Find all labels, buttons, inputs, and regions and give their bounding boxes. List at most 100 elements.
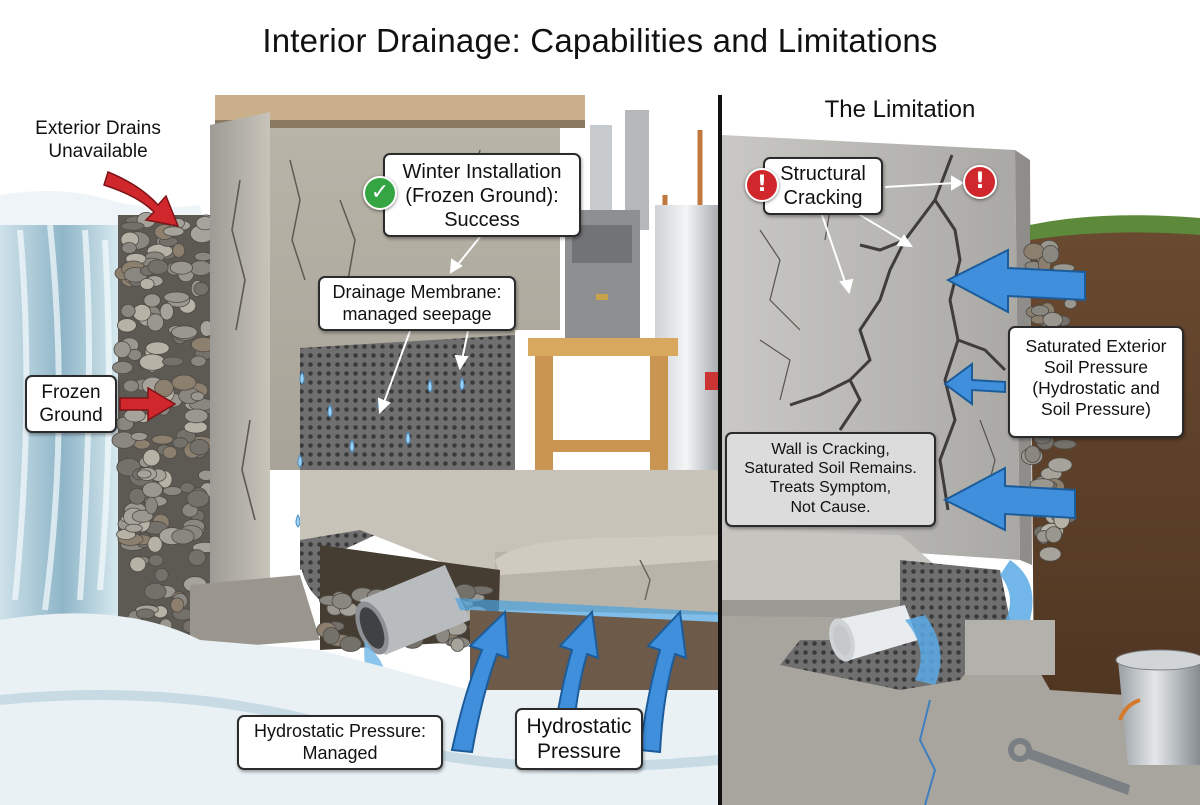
gravel-stone bbox=[146, 313, 164, 332]
exclamation-icon: ! bbox=[745, 168, 779, 202]
exclamation-icon: ! bbox=[963, 165, 997, 199]
winter-installation-label: Winter Installation (Frozen Ground): Suc… bbox=[383, 153, 581, 237]
gravel-stone bbox=[144, 496, 158, 515]
gravel-stone bbox=[1030, 304, 1050, 317]
gravel-stone bbox=[1023, 242, 1045, 261]
gravel-stone bbox=[189, 260, 213, 276]
wall-cracking-label: Wall is Cracking, Saturated Soil Remains… bbox=[725, 432, 936, 527]
structural-crack bbox=[789, 154, 1007, 511]
metal-bucket bbox=[1115, 649, 1200, 765]
gravel-stone bbox=[1053, 439, 1077, 450]
hydrostatic-arrows-left bbox=[450, 609, 688, 754]
gravel-stone bbox=[162, 486, 183, 496]
gravel-stone bbox=[159, 302, 174, 321]
gravel-stone bbox=[187, 549, 207, 566]
gravel-stone bbox=[113, 340, 131, 358]
gravel-stone bbox=[450, 637, 465, 652]
gravel-stone bbox=[120, 221, 145, 231]
slab-crack bbox=[639, 559, 651, 601]
panel-divider bbox=[718, 95, 722, 805]
gravel-stone bbox=[143, 582, 167, 601]
gravel-stone bbox=[1038, 546, 1062, 562]
gravel-stone bbox=[120, 303, 136, 318]
gravel-stone bbox=[132, 303, 152, 322]
exterior-drains-label: Exterior Drains Unavailable bbox=[35, 118, 161, 162]
basement-illustration bbox=[0, 95, 1200, 805]
gravel-stone bbox=[170, 597, 185, 613]
wrench bbox=[1008, 738, 1130, 795]
gravel-stone bbox=[322, 627, 340, 645]
gravel-stone bbox=[171, 528, 195, 545]
gravel-stone bbox=[186, 489, 210, 508]
gravel-stone bbox=[172, 437, 189, 449]
soil-water-seep bbox=[1000, 560, 1033, 634]
copper-pipe bbox=[662, 130, 703, 205]
gravel-stone bbox=[162, 356, 184, 367]
gravel-stone bbox=[112, 360, 134, 375]
callout-pointers-right bbox=[821, 175, 964, 295]
gravel-stone bbox=[193, 281, 209, 296]
page-title: Interior Drainage: Capabilities and Limi… bbox=[262, 22, 938, 59]
red-arrow-exterior bbox=[103, 170, 180, 227]
perforated-drain-pipe bbox=[355, 565, 470, 655]
slab-top bbox=[495, 535, 718, 575]
gravel-stone bbox=[147, 535, 163, 553]
gravel-stone bbox=[121, 242, 137, 254]
gravel-stone bbox=[171, 374, 197, 391]
gravel-stone bbox=[151, 434, 174, 445]
right-membrane bbox=[780, 560, 1010, 690]
gravel-stone bbox=[171, 325, 198, 340]
gravel-stone bbox=[142, 449, 161, 467]
furnace-label bbox=[596, 294, 608, 300]
gravel-stone bbox=[169, 260, 193, 275]
gravel-stones bbox=[111, 211, 220, 634]
gravel-stone bbox=[184, 408, 209, 424]
gravel-stone bbox=[123, 408, 146, 423]
gravel-stone bbox=[136, 469, 152, 479]
left-wall-crack bbox=[231, 179, 256, 521]
limitation-heading: The Limitation bbox=[824, 96, 976, 123]
exhaust-pipe bbox=[590, 125, 612, 230]
drainage-membrane-label: Drainage Membrane: managed seepage bbox=[318, 276, 516, 331]
gravel-stone bbox=[339, 635, 362, 652]
wood-stand-top bbox=[528, 338, 678, 356]
gravel-stone bbox=[162, 446, 178, 459]
hydrostatic-pressure-label: Hydrostatic Pressure bbox=[515, 708, 643, 770]
gravel-stone bbox=[1047, 457, 1073, 473]
gravel-stone bbox=[331, 593, 353, 610]
gravel-stone bbox=[179, 482, 195, 494]
gravel-stone bbox=[190, 391, 205, 402]
gravel-stone bbox=[129, 556, 147, 573]
gravel-stone bbox=[142, 481, 163, 499]
wall-footing bbox=[190, 575, 320, 650]
gravel-stone bbox=[194, 251, 213, 262]
wood-stand-shelf bbox=[535, 440, 668, 452]
wood-stand-leg-2 bbox=[650, 356, 668, 476]
white-pvc-pipe bbox=[829, 605, 918, 662]
gravel-stone bbox=[143, 293, 161, 308]
gravel-stone bbox=[190, 355, 207, 367]
gravel-stone bbox=[145, 341, 170, 355]
grass-top bbox=[1030, 215, 1200, 240]
gravel-stone bbox=[1045, 526, 1062, 543]
hydrostatic-managed-label: Hydrostatic Pressure: Managed bbox=[237, 715, 443, 770]
wood-stand-leg bbox=[535, 356, 553, 476]
right-slab bbox=[722, 530, 935, 600]
gravel-stone bbox=[163, 291, 190, 303]
callout-pointers-left bbox=[377, 236, 481, 415]
gravel-stone bbox=[1041, 244, 1060, 264]
gravel-stone bbox=[128, 487, 146, 505]
gravel-stone bbox=[133, 439, 151, 450]
check-icon: ✓ bbox=[363, 176, 397, 210]
gravel-stone bbox=[135, 608, 155, 620]
hydrostatic-arrows-right bbox=[942, 248, 1086, 532]
furnace-panel bbox=[572, 225, 632, 263]
red-arrow-frozen bbox=[119, 386, 177, 422]
water-heater-valve bbox=[705, 372, 718, 390]
gravel-stone bbox=[117, 318, 137, 333]
gravel-stone bbox=[123, 379, 140, 393]
structural-cracking-label: Structural Cracking bbox=[763, 157, 883, 215]
right-water-flow bbox=[905, 615, 941, 685]
foundation-wall-left bbox=[210, 112, 270, 595]
gravel-stone bbox=[172, 243, 186, 258]
